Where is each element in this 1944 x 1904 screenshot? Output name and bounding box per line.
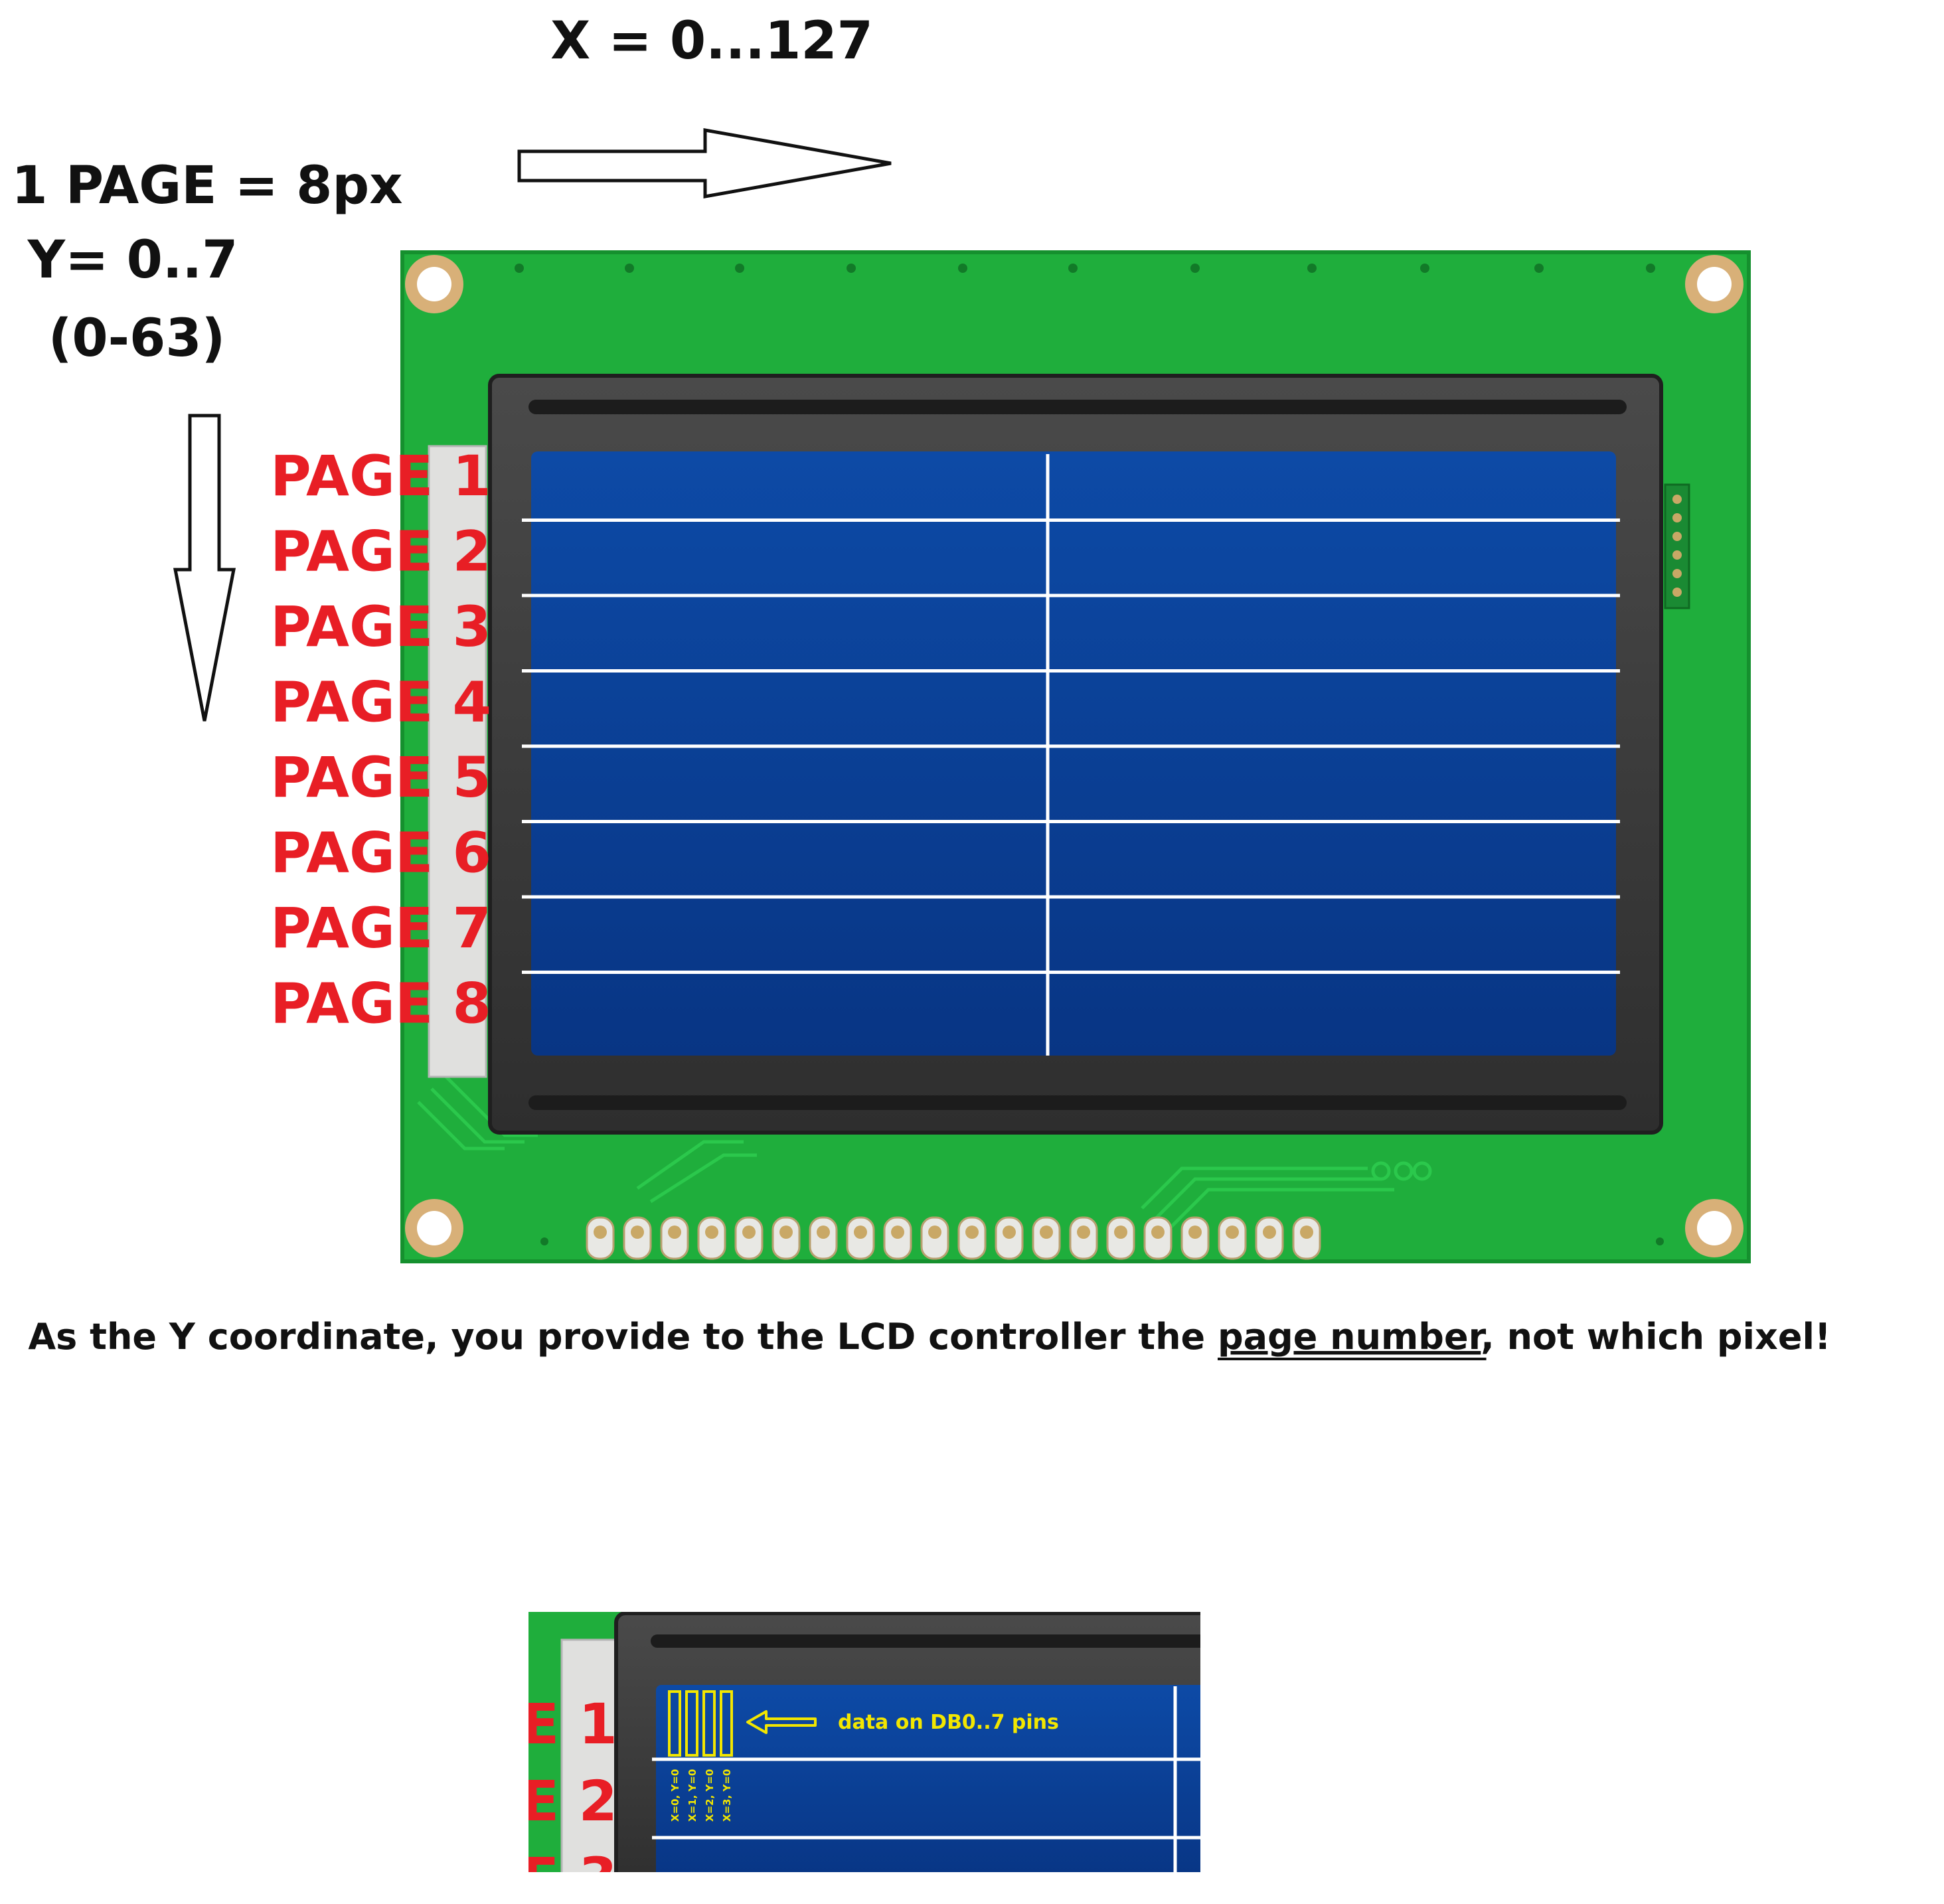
data-column-label: X=3, Y=0 xyxy=(721,1769,733,1822)
page-label: PAGE 1 xyxy=(270,443,491,509)
detail-page-label: PAGE 2 xyxy=(396,1769,617,1834)
pin-hole xyxy=(817,1226,830,1239)
pin-hole xyxy=(1263,1226,1276,1239)
lcd-module: PAGE 1 PAGE 2 PAGE 3 PAGE 4 PAGE 5 PAGE 6 PAGE… xyxy=(270,252,1749,1261)
detail-page-label: PAGE 1 xyxy=(396,1692,617,1757)
page-label: PAGE 5 xyxy=(270,745,491,810)
pin-hole xyxy=(779,1226,793,1239)
y-direction-arrow-icon xyxy=(175,416,234,721)
caption-before: As the Y coordinate, you provide to the … xyxy=(28,1316,1218,1358)
lcd-detail-view: X=0, Y=0 X=1, Y=0 X=2, Y=0 X=3, Y=0 data on… xyxy=(396,1612,1222,1904)
detail-page-labels: PAGE 1 PAGE 2 PAGE 3 xyxy=(396,1692,617,1904)
caption-after: , not which pixel! xyxy=(1481,1316,1830,1358)
pin-hole xyxy=(742,1226,756,1239)
page-label: PAGE 8 xyxy=(270,971,491,1036)
page-size-label: 1 PAGE = 8px xyxy=(11,156,402,216)
detail-page-label: PAGE 3 xyxy=(396,1846,617,1904)
pin-hole xyxy=(1040,1226,1053,1239)
page-label: PAGE 4 xyxy=(270,670,491,735)
data-column-label: X=2, Y=0 xyxy=(704,1769,716,1822)
pin-hole xyxy=(668,1226,681,1239)
lcd-screen xyxy=(531,451,1616,1056)
x-range-label: X = 0...127 xyxy=(550,11,873,71)
pin-hole xyxy=(1077,1226,1090,1239)
page-label: PAGE 2 xyxy=(270,519,491,584)
pin-hole xyxy=(965,1226,979,1239)
pin-hole xyxy=(705,1226,718,1239)
pin-hole xyxy=(1300,1226,1313,1239)
pin-hole xyxy=(1114,1226,1127,1239)
data-column-label: X=0, Y=0 xyxy=(669,1769,681,1822)
caption: As the Y coordinate, you provide to the … xyxy=(28,1316,1830,1358)
data-pins-label: data on DB0..7 pins xyxy=(838,1711,1059,1734)
pin-hole xyxy=(594,1226,607,1239)
pin-hole xyxy=(854,1226,867,1239)
pin-hole xyxy=(631,1226,644,1239)
right-side-header xyxy=(1665,485,1689,608)
pin-hole xyxy=(1188,1226,1202,1239)
pin-hole xyxy=(1151,1226,1165,1239)
page-label: PAGE 7 xyxy=(270,896,491,961)
pin-hole xyxy=(928,1226,941,1239)
pin-hole xyxy=(891,1226,904,1239)
page-label: PAGE 6 xyxy=(270,821,491,886)
caption-emphasis: page number xyxy=(1218,1316,1487,1358)
data-column-label: X=1, Y=0 xyxy=(687,1769,698,1822)
y-page-range-label: Y= 0..7 xyxy=(27,230,238,290)
pin-hole xyxy=(1003,1226,1016,1239)
page-label: PAGE 3 xyxy=(270,594,491,659)
x-direction-arrow-icon xyxy=(519,130,891,197)
pin-hole xyxy=(1226,1226,1239,1239)
y-pixel-range-label: (0-63) xyxy=(48,309,226,368)
